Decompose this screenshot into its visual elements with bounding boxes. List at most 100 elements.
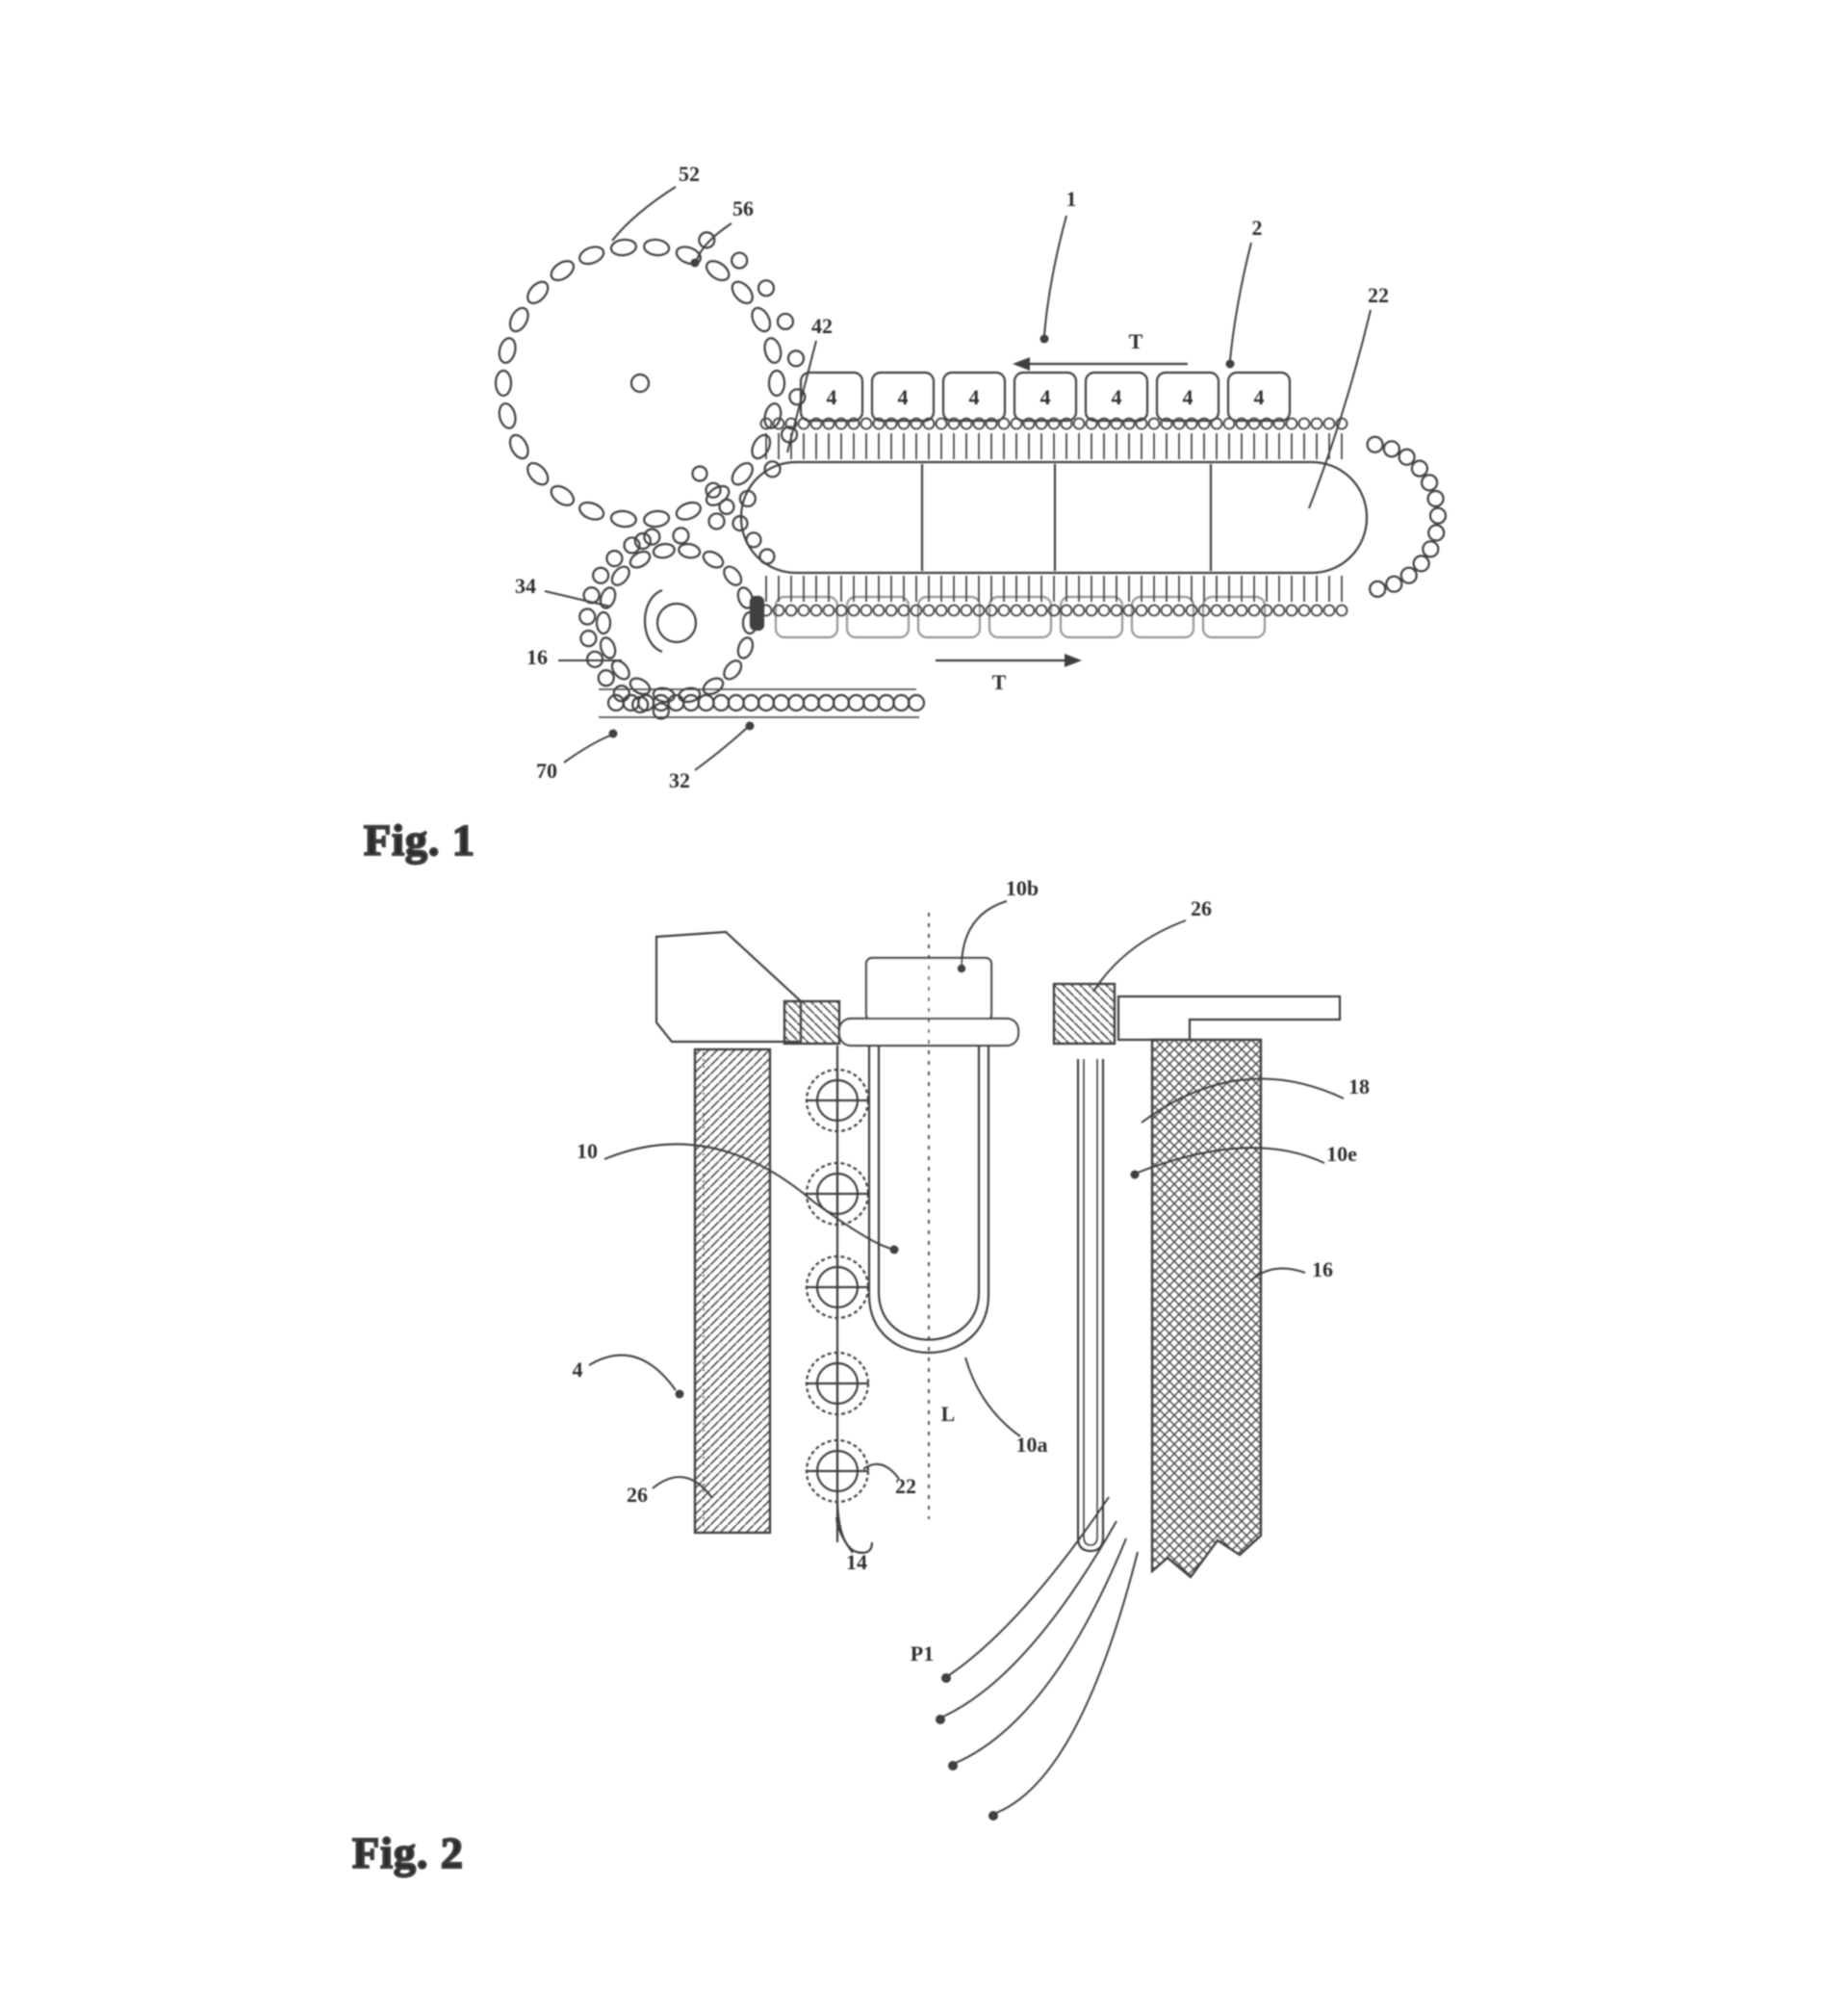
- leader-10b: [961, 900, 1008, 967]
- chain-roller: [834, 417, 848, 430]
- figure-2-caption: Fig. 2: [352, 1828, 464, 1877]
- sprocket-arc: [643, 588, 663, 654]
- arrowhead-right-icon: [1065, 654, 1082, 667]
- leader-22: [862, 1462, 900, 1480]
- ref-label-10a: 10a: [1016, 1433, 1048, 1457]
- chain-roller: [1122, 604, 1136, 617]
- chain-roller: [1060, 604, 1073, 617]
- chain-roller: [860, 417, 873, 430]
- chain-roller: [1335, 417, 1348, 430]
- gear-tooth: [652, 542, 676, 559]
- carrier-box: [916, 595, 982, 639]
- gear-tooth: [609, 238, 637, 257]
- top-rail-plate: [1116, 995, 1342, 1042]
- ref-label-1: 1: [1066, 187, 1077, 211]
- right-wall-outline: [1150, 1038, 1263, 1579]
- chain-around-gear: [633, 231, 807, 551]
- gear-tooth: [526, 461, 550, 486]
- leader-2: [1229, 242, 1252, 361]
- ref-label-4: 4: [1112, 385, 1122, 409]
- chain-roller: [698, 231, 716, 249]
- ref-label-70: 70: [536, 759, 557, 783]
- chain-roller: [997, 604, 1011, 617]
- ref-label-16: 16: [1312, 1257, 1333, 1281]
- chain-roller: [1412, 555, 1430, 573]
- vial-body-outer: [867, 1046, 990, 1354]
- gear-tooth: [550, 260, 576, 282]
- carrier-box: [1226, 371, 1292, 423]
- chain-roller: [1260, 604, 1273, 617]
- ref-label-14: 14: [846, 1550, 867, 1574]
- gear-tooth: [763, 337, 783, 364]
- chain-roller: [784, 604, 798, 617]
- chain-roller: [862, 693, 881, 712]
- chain-roller: [922, 604, 936, 617]
- chain-roller: [681, 693, 701, 712]
- gear-tooth: [629, 550, 652, 569]
- gear-tooth: [494, 369, 513, 398]
- chain-roller: [757, 279, 776, 297]
- left-wall: [693, 1047, 772, 1535]
- chain-roller: [1222, 417, 1236, 430]
- chain-roller: [847, 604, 860, 617]
- ref-label-56: 56: [732, 196, 754, 220]
- upper-chain-links: [765, 433, 1343, 459]
- chain-roller: [1310, 604, 1323, 617]
- chain-roller: [1197, 417, 1211, 430]
- chain-roller: [1422, 540, 1440, 558]
- ref-label-4: 4: [573, 1357, 583, 1382]
- trajectory-fan: [936, 1496, 1139, 1821]
- chain-roller: [1272, 604, 1286, 617]
- leader-26-bottom: [652, 1476, 713, 1499]
- chain-roller: [784, 417, 798, 430]
- chain-roller: [832, 693, 851, 712]
- gear-tooth: [610, 565, 630, 586]
- chain-roller: [585, 650, 604, 668]
- chain-roller: [772, 604, 785, 617]
- chain-roller: [960, 417, 973, 430]
- carrier-box: [988, 595, 1053, 639]
- carrier-box: [845, 595, 911, 639]
- chain-roller: [1160, 417, 1173, 430]
- chain-roller: [1085, 604, 1098, 617]
- gear-tooth: [705, 260, 731, 282]
- gear-tooth: [643, 238, 671, 257]
- chain-roller: [1185, 417, 1198, 430]
- chain-roller: [802, 693, 820, 712]
- gear-tooth: [498, 402, 517, 429]
- ref-label-52: 52: [679, 162, 700, 186]
- gear-tooth: [678, 542, 702, 559]
- lower-chain-rollers: [759, 604, 1348, 617]
- gear-tooth: [731, 280, 754, 305]
- chain-roller: [691, 465, 708, 482]
- chain-roller: [1160, 604, 1173, 617]
- chain-link-column: [805, 1068, 870, 1504]
- chain-roller: [809, 417, 823, 430]
- spacer-block-left: [783, 999, 841, 1046]
- chain-roller: [1410, 459, 1429, 478]
- chain-roller: [1010, 604, 1023, 617]
- leader-14: [835, 1516, 854, 1554]
- leader-22: [1308, 309, 1372, 509]
- chain-roller: [597, 669, 615, 687]
- chain-roller: [776, 312, 795, 331]
- chain-roller: [1097, 604, 1111, 617]
- chain-roller: [1097, 417, 1111, 430]
- gear-tooth: [751, 433, 772, 460]
- gear-tooth: [629, 677, 652, 696]
- chain-roller: [605, 550, 624, 568]
- gear-tooth: [763, 402, 783, 429]
- carrier-box: [1013, 371, 1078, 423]
- conveyor-body: [739, 460, 1369, 575]
- upper-chain-rollers: [759, 417, 1348, 430]
- chain-roller: [718, 498, 735, 516]
- left-wall-outline: [693, 1047, 772, 1535]
- chain-roller: [1285, 417, 1298, 430]
- gear-tooth: [599, 586, 617, 609]
- chain-roller: [731, 251, 749, 270]
- ref-label-42: 42: [811, 314, 833, 338]
